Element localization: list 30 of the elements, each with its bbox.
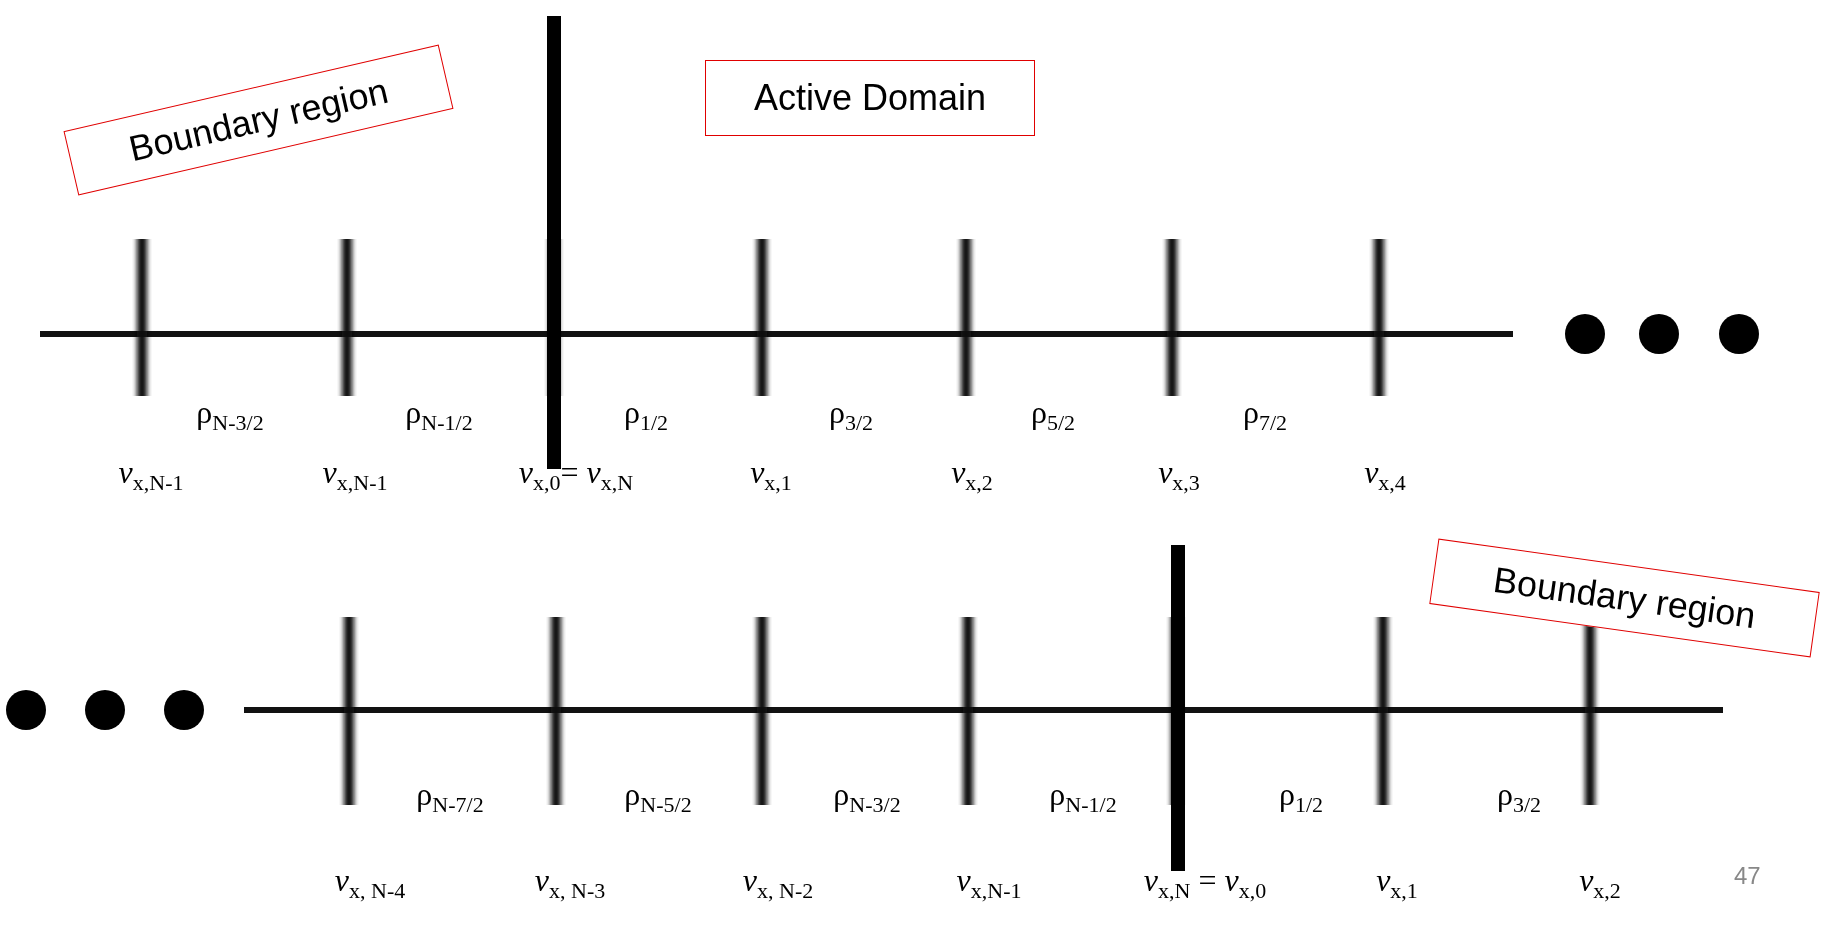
- density-label: ρ$_{N-3/2}$: [833, 776, 901, 819]
- velocity-label: v$_{x,N-1}$: [322, 454, 388, 497]
- density-label: ρ$_{1/2}$: [623, 394, 669, 437]
- velocity-label: v$_{x,4}$: [1364, 454, 1406, 497]
- region-label-box: Active Domain: [705, 60, 1035, 136]
- region-label-box: Boundary region: [1428, 538, 1820, 658]
- velocity-label: v$_{x,1}$: [750, 454, 792, 497]
- density-label: ρ$_{7/2}$: [1242, 394, 1288, 437]
- velocity-label: v$_{x,2}$: [951, 454, 993, 497]
- velocity-label: v$_{x,N}$ = v$_{x,0}$: [1143, 862, 1267, 905]
- velocity-label: v$_{x,1}$: [1376, 862, 1418, 905]
- density-label: ρ$_{N-1/2}$: [405, 394, 473, 437]
- density-label: ρ$_{N-5/2}$: [624, 776, 692, 819]
- density-label: ρ$_{N-1/2}$: [1049, 776, 1117, 819]
- density-label: ρ$_{3/2}$: [828, 394, 874, 437]
- velocity-label: v$_{x,2}$: [1579, 862, 1621, 905]
- density-label: ρ$_{N-3/2}$: [196, 394, 264, 437]
- velocity-label: v$_{x,3}$: [1158, 454, 1200, 497]
- density-label: ρ$_{3/2}$: [1496, 776, 1542, 819]
- region-label-box: Boundary region: [63, 44, 453, 196]
- density-label: ρ$_{N-7/2}$: [416, 776, 484, 819]
- velocity-label: v$_{x,N-1}$: [118, 454, 184, 497]
- velocity-label: v$_{x, N-4}$: [334, 862, 406, 905]
- density-label: ρ$_{5/2}$: [1030, 394, 1076, 437]
- velocity-label: v$_{x, N-3}$: [534, 862, 606, 905]
- velocity-label: v$_{x, N-2}$: [742, 862, 814, 905]
- density-label: ρ$_{1/2}$: [1278, 776, 1324, 819]
- velocity-label: v$_{x,N-1}$: [956, 862, 1022, 905]
- page-number: 47: [1734, 862, 1761, 890]
- velocity-label: v$_{x,0}$= v$_{x,N}$: [518, 454, 634, 497]
